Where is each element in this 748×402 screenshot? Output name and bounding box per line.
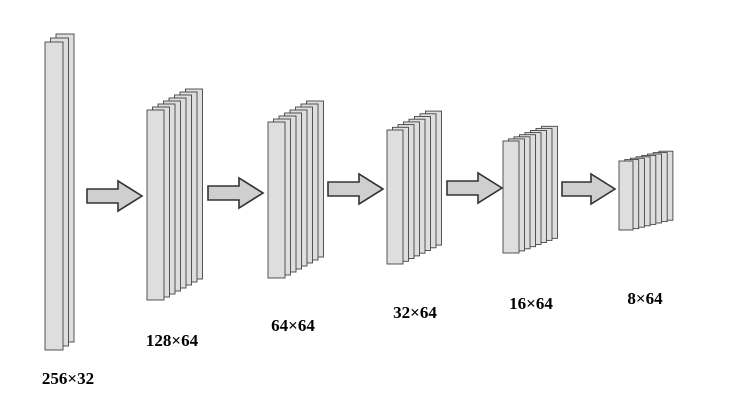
feature-map-stack-4 bbox=[386, 110, 442, 265]
stage-3-label: 64×64 bbox=[271, 316, 315, 335]
stage-2-label: 128×64 bbox=[145, 331, 199, 350]
stage-6-label: 8×64 bbox=[627, 289, 663, 308]
feature-map-stack-3 bbox=[267, 100, 324, 279]
feature-map-stack-2 bbox=[146, 88, 203, 301]
feature-map-layer bbox=[386, 129, 404, 265]
stage-5-label: 16×64 bbox=[509, 294, 553, 313]
feature-map-layer bbox=[146, 109, 165, 301]
arrow-1 bbox=[86, 179, 144, 213]
feature-map-stack-1 bbox=[44, 33, 75, 351]
arrow-4 bbox=[446, 171, 504, 205]
feature-map-stack-5 bbox=[502, 125, 558, 254]
arrow-5 bbox=[561, 172, 617, 206]
feature-map-stack-6 bbox=[618, 150, 674, 231]
feature-map-layer bbox=[267, 121, 286, 279]
stage-4-label: 32×64 bbox=[393, 303, 437, 322]
arrow-2 bbox=[207, 176, 265, 210]
feature-map-layer bbox=[502, 140, 520, 254]
feature-map-layer bbox=[44, 41, 64, 351]
stage-1-label: 256×32 bbox=[41, 369, 95, 388]
arrow-3 bbox=[327, 172, 385, 206]
feature-map-layer bbox=[618, 160, 634, 231]
